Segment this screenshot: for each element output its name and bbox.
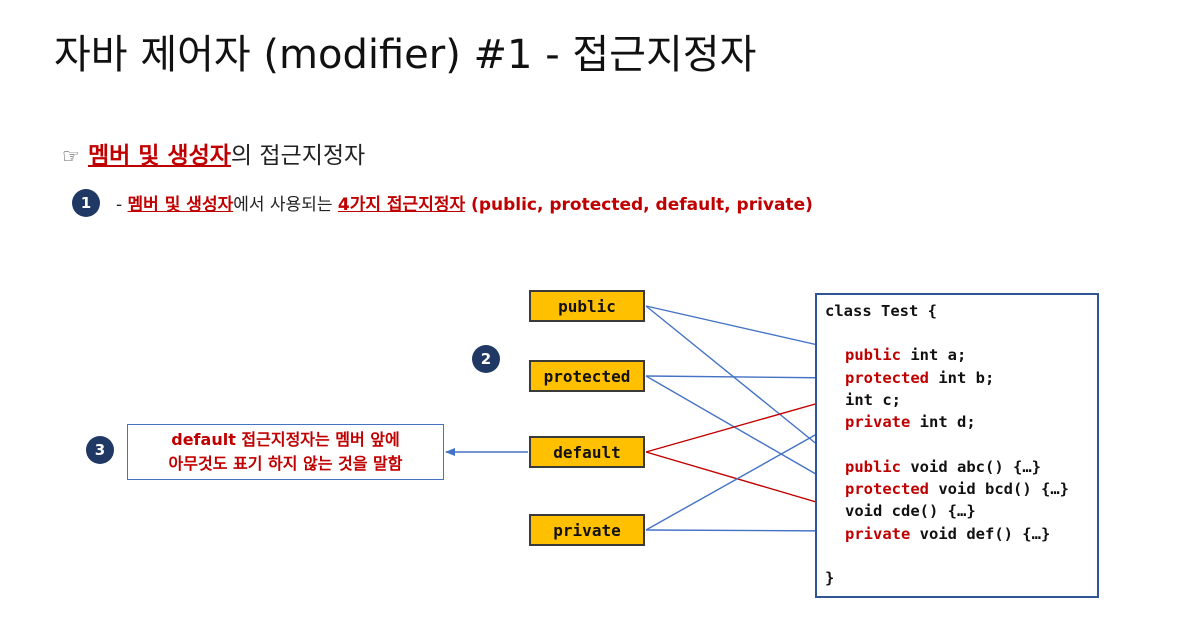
code-rest: void bcd() {…} (929, 480, 1069, 498)
page-title: 자바 제어자 (modifier) #1 - 접근지정자 (54, 32, 757, 78)
bullet-1-tail: (public, protected, default, private) (465, 195, 813, 215)
code-rest: int d; (910, 413, 976, 431)
pointing-hand-icon: ☞ (62, 144, 80, 168)
code-close: } (825, 569, 835, 587)
arrow-protected-field (645, 373, 841, 382)
arrow-public-field (645, 305, 841, 352)
arrow-default-field (645, 395, 841, 453)
code-modifier: public (845, 458, 901, 476)
bullet-1-highlight: 멤버 및 생성자 (127, 195, 234, 215)
default-note-box: default 접근지정자는 멤버 앞에 아무것도 표기 하지 않는 것을 말함 (127, 424, 444, 480)
code-line: protected int b; (845, 369, 994, 387)
bullet-1: 1 (72, 189, 100, 217)
arrow-protected-method (645, 375, 841, 489)
code-rest: void abc() {…} (901, 458, 1041, 476)
code-rest: void def() {…} (910, 525, 1051, 543)
code-modifier: protected (845, 480, 929, 498)
code-line: protected void bcd() {…} (845, 480, 1069, 498)
bullet-1-text: - 멤버 및 생성자에서 사용되는 4가지 접근지정자 (public, pro… (116, 190, 813, 215)
arrow-public-method (645, 305, 841, 464)
code-line: public void abc() {…} (845, 458, 1041, 476)
code-rest: void cde() {…} (845, 502, 976, 520)
bullet-3: 3 (86, 436, 114, 464)
code-open: class Test { (825, 302, 937, 320)
arrow-default-method (645, 451, 841, 511)
code-line: public int a; (845, 346, 966, 364)
code-rest: int c; (845, 391, 901, 409)
bullet-1-highlight-2: 4가지 접근지정자 (337, 195, 466, 215)
code-line: int c; (845, 391, 901, 409)
arrow-private-field (645, 420, 841, 531)
modifier-public: public (529, 290, 645, 322)
note-line-1: default 접근지정자는 멤버 앞에 (171, 430, 400, 449)
code-line: private void def() {…} (845, 525, 1050, 543)
code-modifier: private (845, 525, 911, 543)
bullet-1-middle: 에서 사용되는 (233, 195, 338, 215)
note-line-2: 아무것도 표기 하지 않는 것을 말함 (168, 454, 403, 473)
code-modifier: private (845, 413, 911, 431)
code-modifier: protected (845, 369, 929, 387)
heading-rest: 의 접근지정자 (230, 143, 366, 169)
bullet-2: 2 (472, 345, 500, 373)
arrow-private-method (645, 526, 841, 535)
modifier-private: private (529, 514, 645, 546)
modifier-protected: protected (529, 360, 645, 392)
code-rest: int a; (901, 346, 967, 364)
code-line: private int d; (845, 413, 976, 431)
code-rest: int b; (929, 369, 995, 387)
section-heading: ☞ 멤버 및 생성자의 접근지정자 (62, 136, 365, 170)
bullet-1-prefix: - (116, 195, 128, 215)
modifier-default: default (529, 436, 645, 468)
code-box: class Test { public int a; protected int… (815, 293, 1099, 598)
heading-highlight: 멤버 및 생성자 (87, 143, 231, 169)
code-line: void cde() {…} (845, 502, 976, 520)
code-modifier: public (845, 346, 901, 364)
